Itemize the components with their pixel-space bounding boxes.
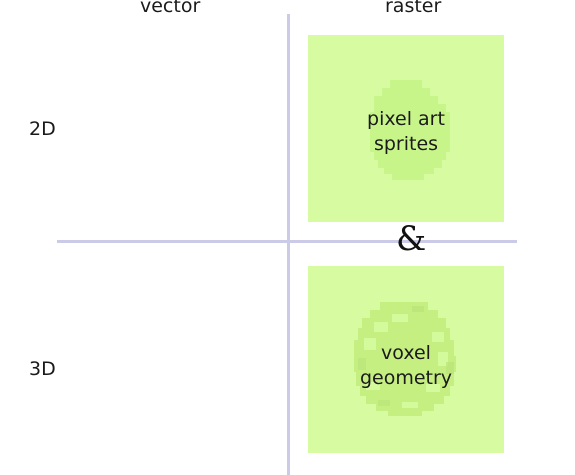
pixel-circle-icon — [370, 80, 450, 180]
cell-label-raster-2d: pixel art sprites — [308, 107, 504, 157]
horizontal-divider — [57, 240, 517, 243]
vertical-divider — [287, 14, 290, 475]
cell-label-line: pixel art — [367, 108, 445, 130]
row-header-3d: 3D — [29, 358, 56, 380]
cell-raster-3d: voxel geometry — [308, 266, 504, 453]
row-header-2d: 2D — [29, 118, 56, 140]
column-header-vector: vector — [140, 0, 201, 17]
column-header-raster: raster — [385, 0, 442, 17]
cell-label-raster-3d: voxel geometry — [308, 341, 504, 391]
ampersand-connector: & — [396, 219, 427, 259]
voxel-sphere-icon — [354, 302, 456, 416]
cell-label-line: voxel — [381, 342, 431, 364]
cell-raster-2d: pixel art sprites — [308, 35, 504, 222]
cell-label-line: sprites — [373, 133, 439, 155]
cell-label-line: geometry — [359, 367, 453, 389]
